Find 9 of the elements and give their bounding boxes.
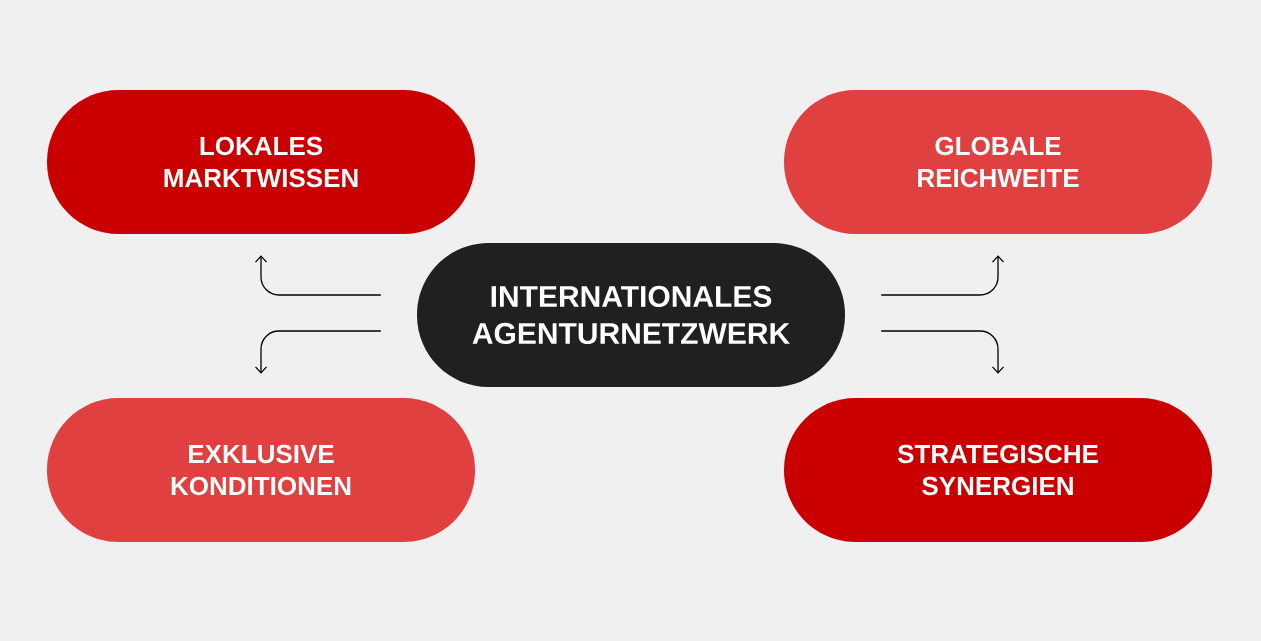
arrow xyxy=(880,255,1005,296)
pill-box: GLOBALE REICHWEITE xyxy=(784,90,1212,234)
pill-box: LOKALES MARKTWISSEN xyxy=(47,90,475,234)
arrow xyxy=(880,330,1005,374)
pill-box: STRATEGISCHE SYNERGIEN xyxy=(784,398,1212,542)
arrow xyxy=(254,330,382,374)
pill-box: EXKLUSIVE KONDITIONEN xyxy=(47,398,475,542)
arrow xyxy=(254,255,382,296)
center-pill-box: INTERNATIONALES AGENTURNETZWERK xyxy=(417,243,845,387)
